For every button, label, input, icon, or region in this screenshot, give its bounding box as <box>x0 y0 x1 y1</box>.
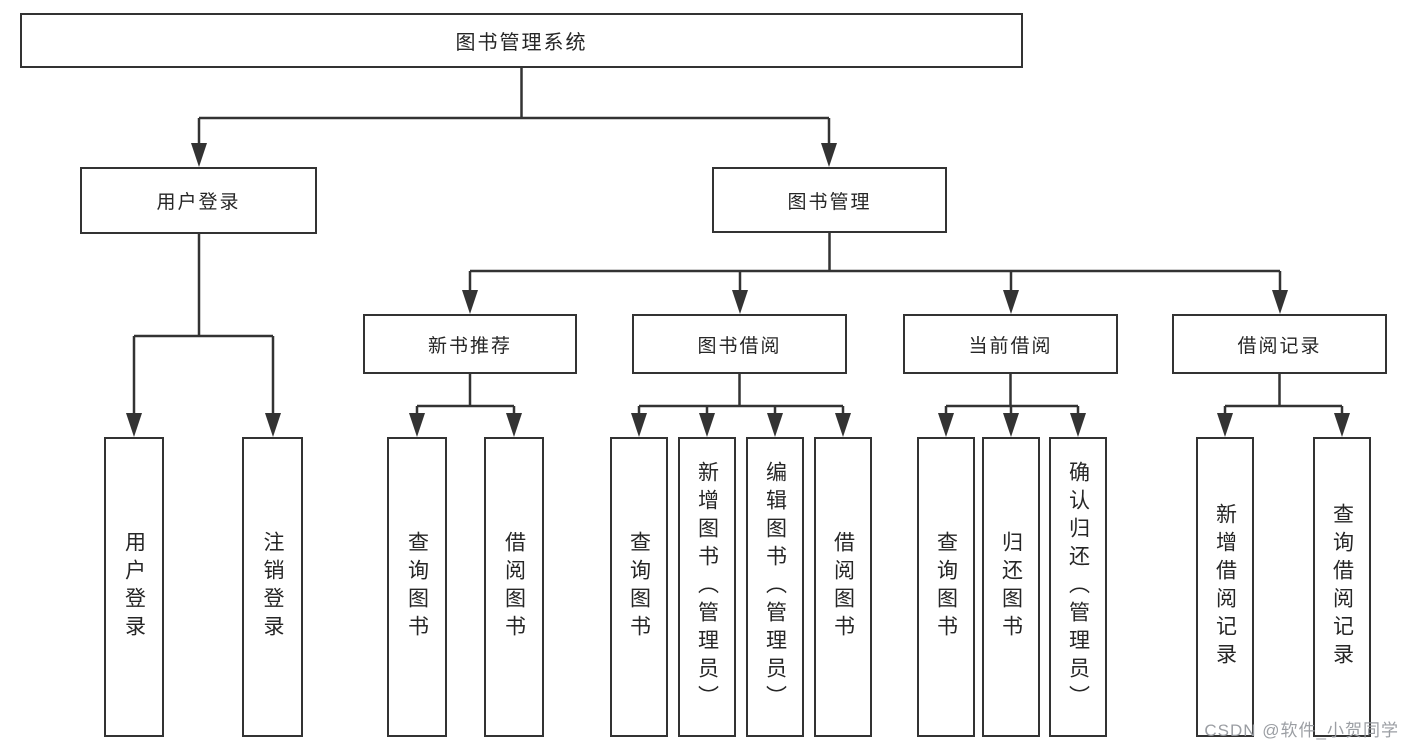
node-label: 图书管理 <box>787 191 872 213</box>
node-new-book-recommend: 新书推荐 <box>363 314 577 374</box>
node-label: 用户登录 <box>156 192 241 213</box>
node-label: 当前借阅 <box>968 335 1053 357</box>
node-label: 新增借阅记录 <box>1213 503 1237 671</box>
node-label: 查询借阅记录 <box>1330 503 1354 671</box>
leaf-logout: 注销登录 <box>242 437 303 737</box>
leaf-borrow-books: 借阅图书 <box>814 437 872 737</box>
leaf-query-books-borrow: 查询图书 <box>610 437 668 737</box>
leaf-query-books-current: 查询图书 <box>917 437 975 737</box>
leaf-confirm-return-admin: 确认归还（管理员） <box>1049 437 1107 737</box>
node-label: 注销登录 <box>261 531 284 643</box>
leaf-edit-books-admin: 编辑图书（管理员） <box>746 437 804 737</box>
node-label: 新书推荐 <box>427 335 512 357</box>
node-user-login: 用户登录 <box>80 167 317 234</box>
csdn-watermark: CSDN @软件_小贺同学 <box>1204 721 1399 740</box>
node-book-management: 图书管理 <box>712 167 947 233</box>
node-label: 新增图书（管理员） <box>695 461 719 713</box>
arrowheads-book-borrow-children <box>631 413 851 437</box>
node-book-borrowing: 图书借阅 <box>632 314 847 374</box>
leaf-user-login: 用户登录 <box>104 437 164 737</box>
node-label: 图书借阅 <box>697 335 782 357</box>
wire-book-borrow-children <box>637 374 845 430</box>
node-label: 用户登录 <box>122 531 146 643</box>
leaf-return-books: 归还图书 <box>982 437 1040 737</box>
node-label: 查询图书 <box>627 531 651 643</box>
arrowheads-level3 <box>462 290 1288 314</box>
node-label: 图书管理系统 <box>455 32 588 54</box>
wire-borrow-records-children <box>1223 374 1344 430</box>
leaf-query-borrow-record: 查询借阅记录 <box>1313 437 1371 737</box>
arrowheads-borrow-records-children <box>1217 413 1350 437</box>
node-label: 归还图书 <box>999 531 1023 643</box>
node-label: 编辑图书（管理员） <box>763 461 787 713</box>
node-current-borrowing: 当前借阅 <box>903 314 1118 374</box>
node-root-library-system: 图书管理系统 <box>20 13 1023 68</box>
node-label: 借阅记录 <box>1237 335 1322 357</box>
arrowheads-new-book-rec-children <box>409 413 522 437</box>
node-label: 借阅图书 <box>502 531 526 643</box>
arrowheads-user-login-children <box>126 413 281 437</box>
arrowheads-level2 <box>191 143 837 167</box>
node-label: 查询图书 <box>405 531 429 643</box>
leaf-borrow-books-recommend: 借阅图书 <box>484 437 544 737</box>
wire-new-book-rec-children <box>415 374 516 430</box>
node-label: 确认归还（管理员） <box>1066 461 1090 713</box>
arrowheads-current-borrow-children <box>938 413 1086 437</box>
wire-user-login-children <box>132 234 275 430</box>
leaf-add-borrow-record: 新增借阅记录 <box>1196 437 1254 737</box>
leaf-query-books-recommend: 查询图书 <box>387 437 447 737</box>
node-borrowing-records: 借阅记录 <box>1172 314 1387 374</box>
node-label: 查询图书 <box>934 531 958 643</box>
leaf-add-books-admin: 新增图书（管理员） <box>678 437 736 737</box>
wire-root-to-level2 <box>197 68 831 160</box>
wire-book-mgmt-to-level3 <box>468 233 1282 308</box>
node-label: 借阅图书 <box>831 531 855 643</box>
